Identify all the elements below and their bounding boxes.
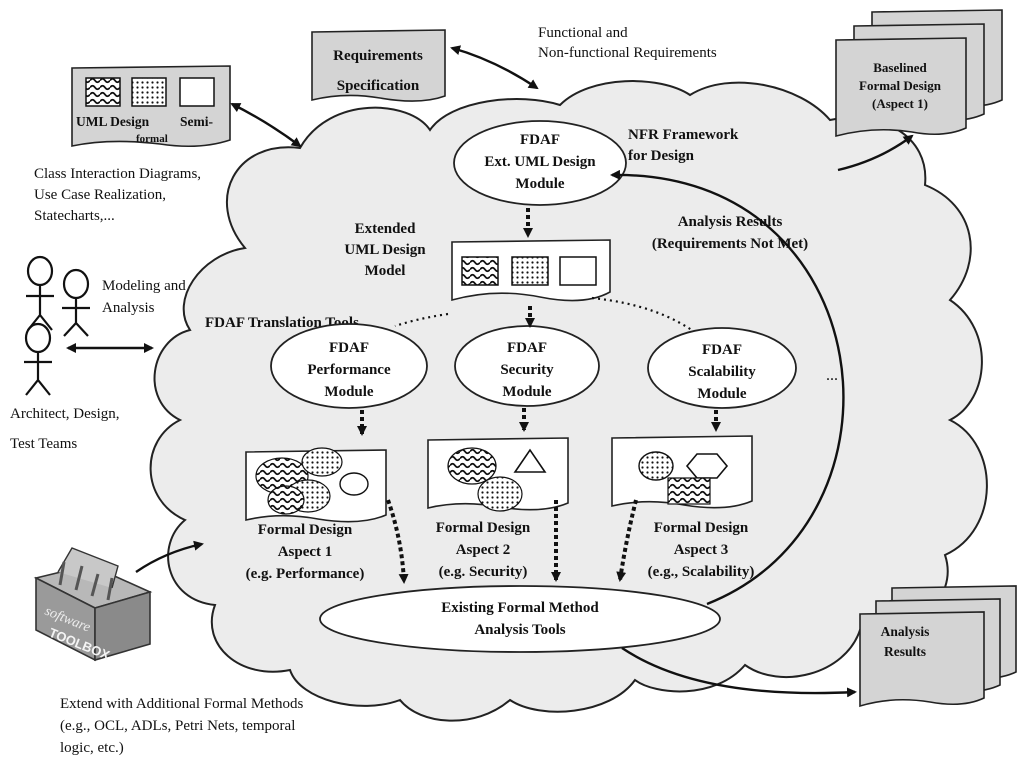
fdaf-performance-module: FDAF Performance Module — [270, 323, 428, 409]
arrow-to-baselined — [837, 134, 914, 172]
formal-design-aspect-2-doc — [427, 437, 569, 512]
requirements-spec-line-1: Requirements — [333, 48, 423, 64]
class-interaction-line-1: Class Interaction Diagrams, — [34, 166, 201, 182]
functional-requirements-line-1: Functional and — [538, 25, 628, 41]
ext-uml-line-2: Ext. UML Design — [484, 154, 596, 170]
aspect-3-line-1: Formal Design — [654, 520, 749, 536]
class-interaction-line-3: Statecharts,... — [34, 208, 115, 224]
fdaf-scalability-module: FDAF Scalability Module — [647, 327, 797, 409]
extended-uml-line-1: Extended — [355, 221, 417, 237]
baselined-formal-design-stack: Baselined Formal Design (Aspect 1) — [835, 9, 1003, 138]
software-toolbox-icon: software TOOLBOX — [33, 547, 153, 663]
aspect-2-line-2: Aspect 2 — [456, 542, 511, 558]
arrow-toolbox-to-cloud — [135, 540, 204, 573]
dashed-arrow-aspect-1 — [386, 499, 409, 584]
scalability-line-3: Module — [697, 386, 747, 402]
arrow-uml-to-cloud — [230, 102, 302, 148]
scalability-line-1: FDAF — [702, 342, 742, 358]
extend-methods-line-2: (e.g., OCL, ADLs, Petri Nets, temporal — [60, 718, 295, 734]
baselined-line-1: Baselined — [873, 60, 927, 75]
architect-teams-line-1: Architect, Design, — [10, 406, 120, 422]
fdaf-security-module: FDAF Security Module — [454, 325, 600, 407]
security-line-1: FDAF — [507, 340, 547, 356]
nfr-framework-line-2: for Design — [628, 148, 695, 164]
extended-uml-line-3: Model — [365, 263, 406, 279]
class-interaction-line-2: Use Case Realization, — [34, 187, 166, 203]
existing-tools-line-2: Analysis Tools — [474, 622, 565, 638]
semi-formal-line-2: formal — [136, 133, 168, 145]
performance-line-2: Performance — [307, 362, 391, 378]
blank-swatch — [179, 77, 215, 107]
extended-uml-line-2: UML Design — [344, 242, 426, 258]
analysis-results-line-1: Analysis — [881, 624, 930, 639]
aspect-1-line-1: Formal Design — [258, 522, 353, 538]
formal-design-aspect-3-doc — [611, 435, 753, 509]
ext-uml-line-3: Module — [515, 176, 565, 192]
aspect-1-line-2: Aspect 1 — [278, 544, 333, 560]
aspect-3-line-3: (e.g., Scalability) — [648, 564, 755, 580]
requirements-specification-box: Requirements Specification — [311, 29, 446, 102]
extend-methods-line-1: Extend with Additional Formal Methods — [60, 696, 303, 712]
dotted-link-left — [394, 312, 449, 328]
modeling-analysis-line-1: Modeling and — [102, 278, 186, 294]
dashed-arrow-aspect-3 — [616, 499, 638, 582]
aspect-1-line-3: (e.g. Performance) — [246, 566, 365, 582]
scalability-line-2: Scalability — [688, 364, 756, 380]
existing-formal-tools: Existing Formal Method Analysis Tools — [319, 585, 721, 653]
nfr-framework-line-1: NFR Framework — [628, 127, 739, 143]
security-line-3: Module — [502, 384, 552, 400]
arrow-feedback-loop — [610, 169, 845, 606]
aspect-3-line-2: Aspect 3 — [674, 542, 729, 558]
uml-design-label: UML Design — [76, 114, 150, 129]
dotted-pattern-swatch — [131, 77, 167, 107]
extend-methods-line-3: logic, etc.) — [60, 740, 124, 756]
formal-design-aspect-1-doc — [245, 447, 387, 523]
analysis-not-met-line-2: (Requirements Not Met) — [652, 236, 808, 252]
functional-requirements-line-2: Non-functional Requirements — [538, 45, 717, 61]
aspect-2-line-3: (e.g. Security) — [439, 564, 528, 580]
analysis-not-met-line-1: Analysis Results — [678, 214, 783, 230]
extended-uml-design-model — [451, 239, 611, 302]
performance-line-3: Module — [324, 384, 374, 400]
aspect-2-line-1: Formal Design — [436, 520, 531, 536]
semi-formal-line-1: Semi- — [180, 114, 213, 129]
modeling-analysis-line-2: Analysis — [102, 300, 155, 316]
architect-teams-line-2: Test Teams — [10, 436, 77, 452]
performance-line-1: FDAF — [329, 340, 369, 356]
arrow-to-analysis-results — [621, 647, 857, 698]
model-dotted-swatch — [511, 256, 549, 286]
ext-uml-line-1: FDAF — [520, 132, 560, 148]
more-modules-ellipsis: ... — [826, 367, 838, 384]
model-blank-swatch — [559, 256, 597, 286]
arrow-requirements-to-cloud — [450, 45, 539, 90]
uml-design-box: UML Design Semi- formal — [71, 65, 231, 148]
existing-tools-line-1: Existing Formal Method — [441, 600, 599, 616]
baselined-line-3: (Aspect 1) — [872, 96, 928, 111]
fdaf-ext-uml-module: FDAF Ext. UML Design Module — [453, 120, 627, 206]
baselined-line-2: Formal Design — [859, 78, 942, 93]
requirements-spec-line-2: Specification — [337, 78, 420, 94]
analysis-results-line-2: Results — [884, 644, 926, 659]
wavy-pattern-swatch — [85, 77, 121, 107]
model-wavy-swatch — [461, 256, 499, 286]
dotted-link-right — [591, 296, 701, 337]
security-line-2: Security — [500, 362, 554, 378]
team-figures-icon — [24, 255, 90, 396]
analysis-results-stack: Analysis Results — [859, 585, 1017, 708]
